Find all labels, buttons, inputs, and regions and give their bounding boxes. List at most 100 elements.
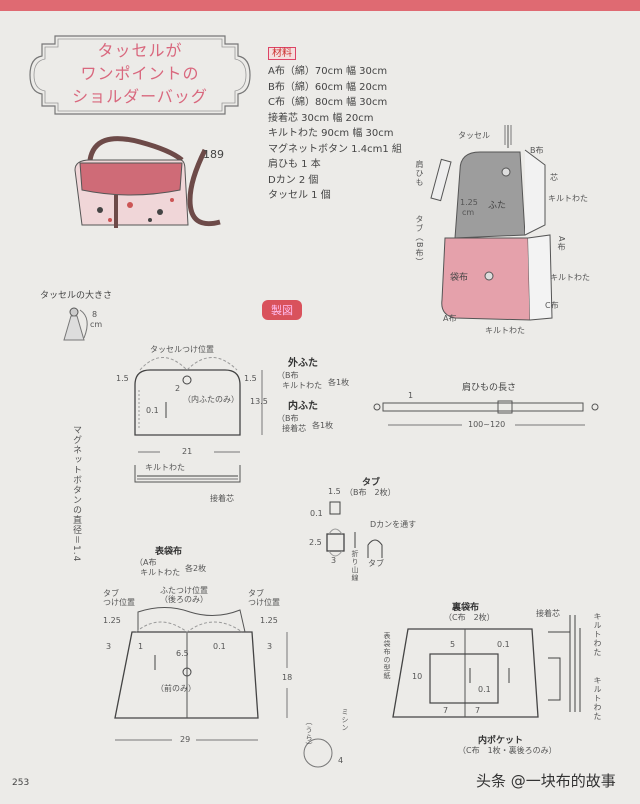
label-bag-body: 袋布 bbox=[450, 273, 469, 283]
inner-flap-materials: （B布 接着芯 bbox=[277, 414, 307, 433]
cross-batting-1: キルトわた bbox=[593, 612, 602, 657]
outer-bag-width: 29 bbox=[180, 735, 191, 744]
tab-fold-width: 1.5 bbox=[328, 487, 341, 496]
material-item: タッセル 1 個 bbox=[268, 190, 331, 201]
cross-interfacing: 接着芯 bbox=[536, 609, 560, 618]
materials-label: 材料 bbox=[268, 47, 296, 60]
strap-drawing bbox=[373, 400, 599, 426]
strap-length: 100~120 bbox=[468, 420, 506, 429]
outer-bag-left-125: 1.25 bbox=[103, 616, 121, 625]
outer-flap-count: 各1枚 bbox=[328, 378, 350, 387]
lining-pattern-note: 表袋布の型紙 bbox=[383, 632, 391, 680]
flap-button-offset: 2 bbox=[175, 384, 181, 393]
magnet-diameter-note: マグネットボタンの直径＝1.4 bbox=[71, 425, 81, 563]
item-number: 189 bbox=[203, 148, 224, 161]
label-c-fabric: C布 bbox=[545, 301, 559, 310]
lining-pocket-left: 7 bbox=[443, 706, 449, 715]
material-item: C布（綿）80cm 幅 30cm bbox=[268, 97, 388, 108]
pocket-materials: （C布 1枚・裏後ろのみ） bbox=[458, 746, 557, 755]
assembly-diagram bbox=[430, 125, 553, 321]
flap-height: 13.5 bbox=[250, 397, 268, 406]
label-quilt-batting-2: キルトわた bbox=[550, 273, 590, 282]
label-shoulder-strap: 肩ひも bbox=[415, 160, 424, 187]
label-flap-unit: cm bbox=[462, 208, 475, 217]
label-b-fabric: B布 bbox=[530, 146, 544, 155]
title-line-1: タッセルが bbox=[97, 41, 183, 60]
flap-corner-left: 1.5 bbox=[116, 374, 129, 383]
outer-bag-left-1: 1 bbox=[138, 642, 144, 651]
title-line-2: ワンポイントの bbox=[80, 64, 200, 83]
title-frame bbox=[29, 35, 251, 115]
tab-drawing bbox=[326, 501, 383, 558]
watermark: 头条 @一块布的故事 bbox=[476, 772, 616, 790]
text: タブ bbox=[103, 589, 119, 598]
material-item: B布（綿）60cm 幅 20cm bbox=[268, 81, 388, 93]
cross-batting-2: キルトわた bbox=[593, 676, 602, 721]
lining-materials: （C布 2枚） bbox=[444, 613, 495, 622]
tassel-size-unit: cm bbox=[90, 320, 103, 329]
material: キルトわた bbox=[140, 568, 181, 577]
lining-title: 裏袋布 bbox=[452, 603, 480, 613]
label-a-fabric-side: A布 bbox=[557, 236, 566, 252]
page-number: 253 bbox=[12, 778, 30, 788]
corner-value: 4 bbox=[338, 756, 344, 765]
strap-tick: 1 bbox=[408, 391, 414, 400]
outer-bag-right-125: 1.25 bbox=[260, 616, 278, 625]
flap-corner-right: 1.5 bbox=[244, 374, 257, 383]
label-tassel: タッセル bbox=[458, 131, 490, 140]
outer-bag-title: 表袋布 bbox=[155, 547, 183, 557]
materials-list: A布（綿）70cm 幅 30cm B布（綿）60cm 幅 20cm C布（綿）8… bbox=[268, 64, 402, 204]
outer-bag-tab-pos-left: タブつけ位置 bbox=[103, 589, 135, 607]
tassel-size-value: 8 bbox=[92, 310, 98, 319]
material-item: マグネットボタン 1.4cm1 組 bbox=[268, 143, 402, 155]
tassel-size-title: タッセルの大きさ bbox=[40, 291, 113, 301]
outer-bag-seam: 0.1 bbox=[213, 642, 226, 651]
outer-bag-left-3: 3 bbox=[106, 642, 112, 651]
outer-bag-center: 6.5 bbox=[176, 649, 189, 658]
lining-pattern bbox=[392, 615, 581, 718]
label-flap-measure: 1.25 bbox=[460, 198, 478, 207]
outer-bag-count: 各2枚 bbox=[185, 564, 207, 573]
lining-seam-1: 0.1 bbox=[497, 640, 510, 649]
outer-bag-front-only: （前のみ） bbox=[156, 684, 196, 693]
material: 接着芯 bbox=[282, 424, 307, 433]
text: つけ位置 bbox=[103, 598, 135, 607]
text: タブ bbox=[248, 589, 264, 598]
strap-title: 肩ひもの長さ bbox=[462, 383, 517, 393]
lining-pocket-height: 10 bbox=[412, 672, 423, 681]
tab-label: タブ bbox=[368, 559, 384, 568]
flap-inner-only: （内ふたのみ） bbox=[183, 395, 239, 404]
flap-pattern bbox=[134, 357, 263, 483]
tab-seam: 0.1 bbox=[310, 509, 323, 518]
materials-section: 材料 A布（綿）70cm 幅 30cm B布（綿）60cm 幅 20cm C布（… bbox=[268, 41, 402, 204]
lining-top-offset: 5 bbox=[450, 640, 456, 649]
flap-tassel-position: タッセルつけ位置 bbox=[150, 345, 214, 354]
page-title: タッセルが ワンポイントの ショルダーバッグ bbox=[40, 39, 240, 108]
outer-bag-flap-pos: ふたつけ位置（後ろのみ） bbox=[160, 586, 208, 604]
label-quilt-batting-3: キルトわた bbox=[485, 326, 525, 335]
material: A布 bbox=[143, 558, 157, 567]
corner-stitch: ミシン bbox=[341, 708, 349, 732]
tab-height: 2.5 bbox=[309, 538, 322, 547]
flap-seam: 0.1 bbox=[146, 406, 159, 415]
outer-bag-right-3: 3 bbox=[267, 642, 273, 651]
label-quilt-batting: キルトわた bbox=[548, 194, 588, 203]
material-item: 肩ひも 1 本 bbox=[268, 159, 321, 170]
title-line-3: ショルダーバッグ bbox=[72, 87, 208, 106]
outer-flap-title: 外ふた bbox=[288, 358, 318, 369]
material: B布 bbox=[285, 414, 299, 423]
text: （後ろのみ） bbox=[160, 595, 208, 604]
tab-fold-line: 折り山線 bbox=[351, 550, 359, 582]
outer-flap-materials: （B布 キルトわた bbox=[277, 371, 323, 390]
flap-batting: キルトわた bbox=[145, 463, 185, 472]
inner-flap-count: 各1枚 bbox=[312, 421, 334, 430]
outer-bag-materials: （A布 キルトわた bbox=[135, 558, 181, 577]
top-accent-bar bbox=[0, 0, 640, 11]
material-item: 接着芯 30cm 幅 20cm bbox=[268, 112, 374, 124]
tassel-illustration bbox=[63, 307, 88, 341]
text: ふたつけ位置 bbox=[160, 586, 208, 595]
tab-d-ring-note: Dカンを通す bbox=[370, 520, 417, 529]
label-flap: ふた bbox=[488, 201, 507, 211]
corner-fold: （うら） bbox=[305, 718, 313, 750]
